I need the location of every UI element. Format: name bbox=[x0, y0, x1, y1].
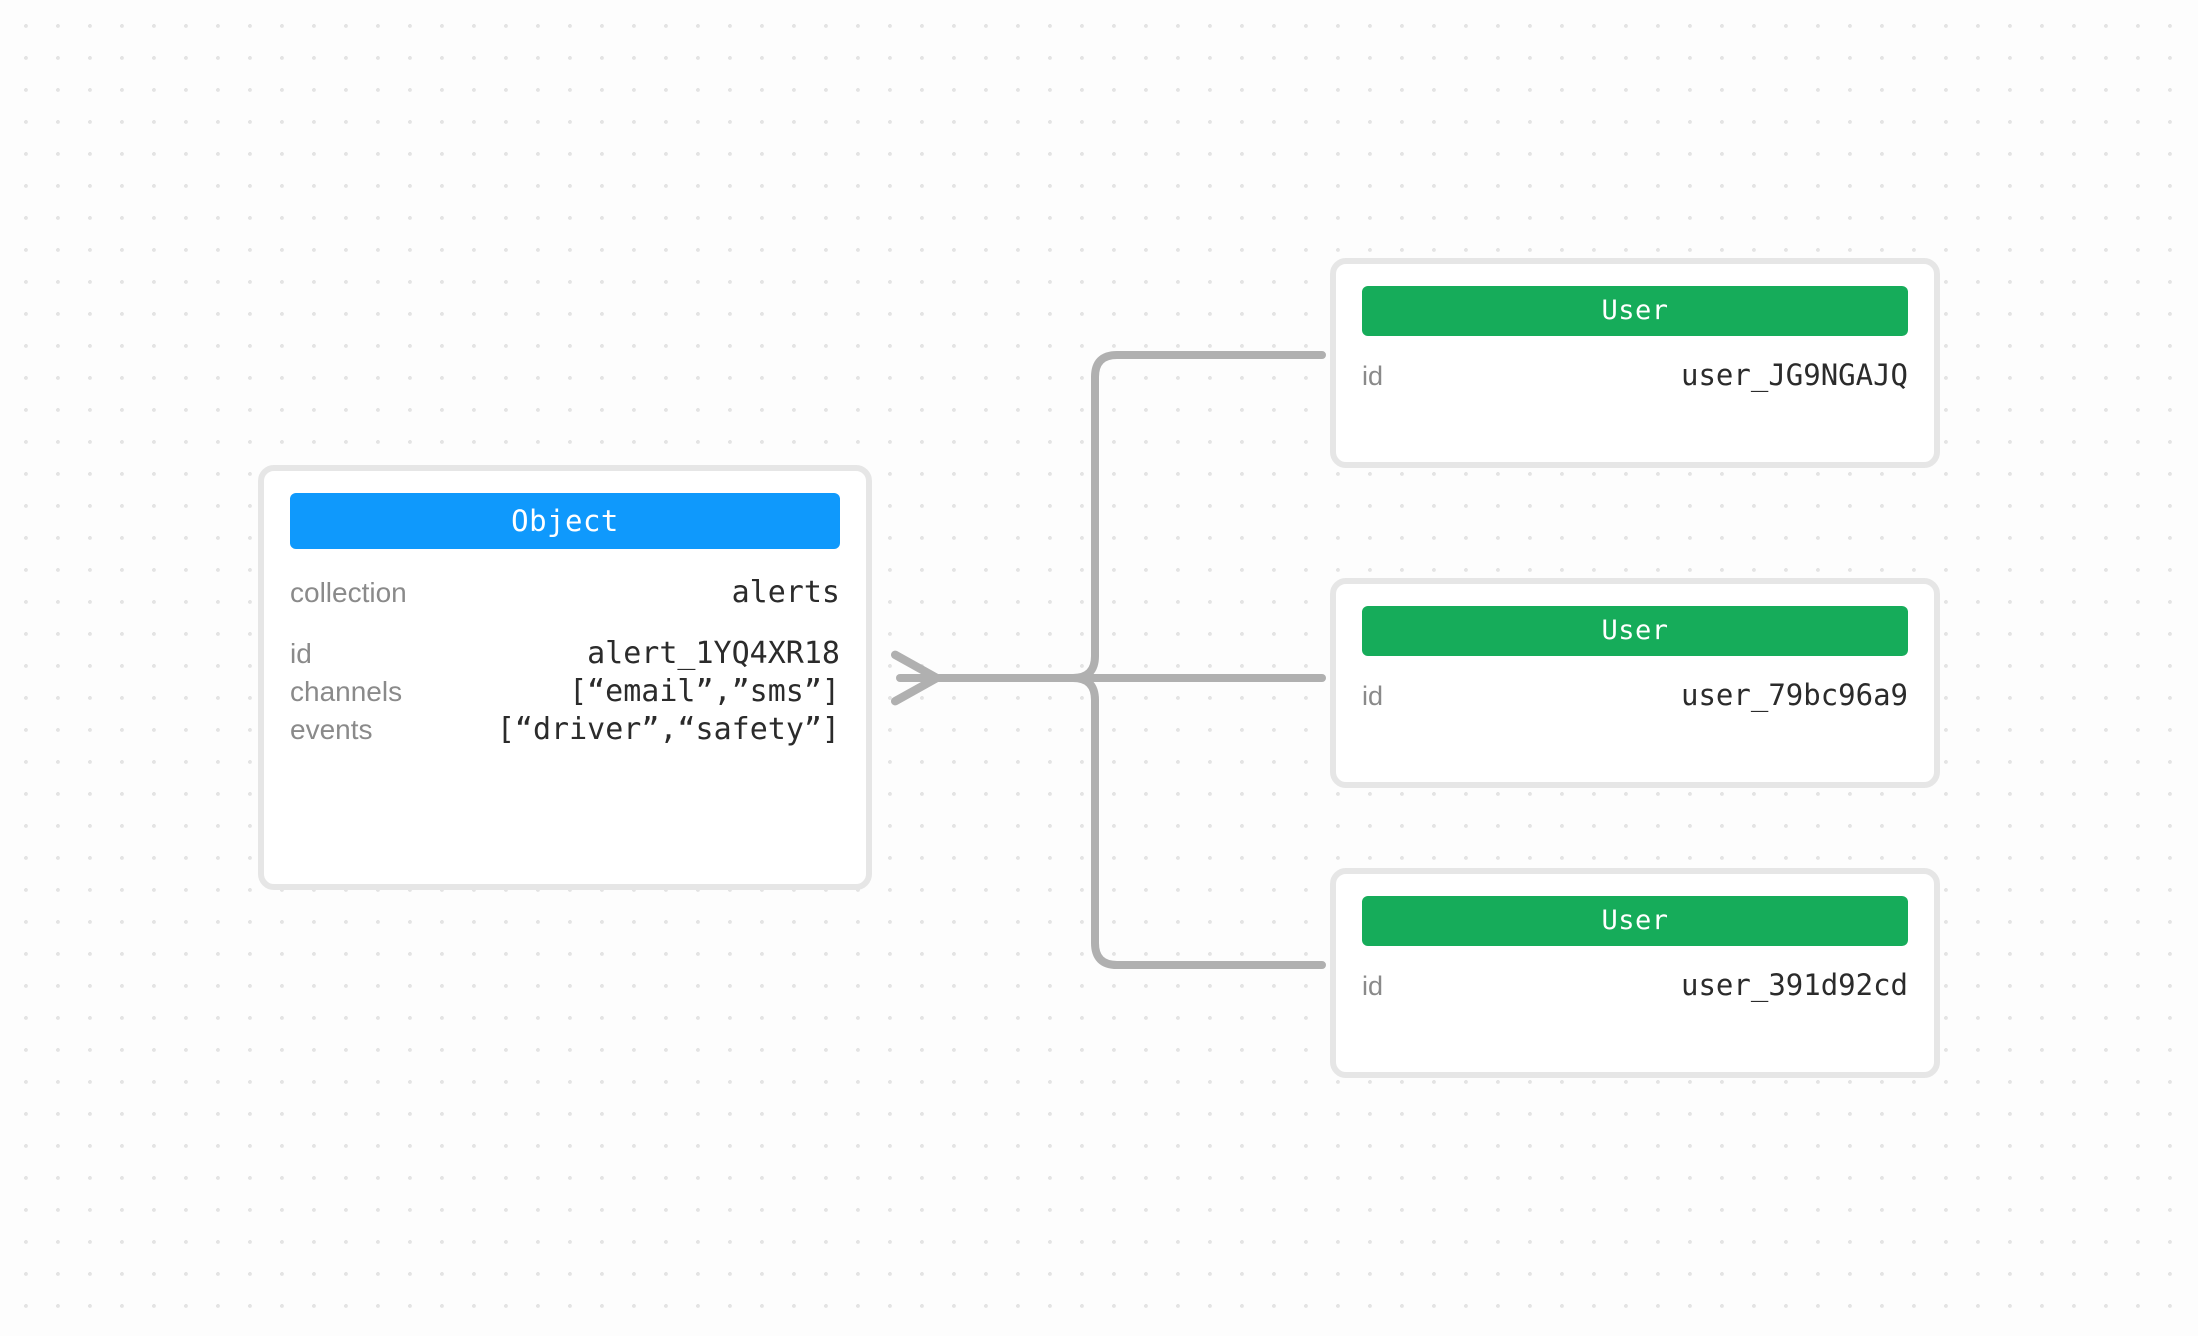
user-node-fields: id user_JG9NGAJQ bbox=[1362, 358, 1908, 392]
field-value: alert_1YQ4XR18 bbox=[587, 636, 840, 671]
field-key: collection bbox=[290, 577, 407, 608]
object-node-fields: collection alerts id alert_1YQ4XR18 chan… bbox=[290, 575, 840, 747]
field-key: id bbox=[1362, 361, 1384, 391]
field-row: id alert_1YQ4XR18 bbox=[290, 636, 840, 671]
object-node-primary-group: collection alerts bbox=[290, 575, 840, 610]
field-row: collection alerts bbox=[290, 575, 840, 610]
field-row: id user_JG9NGAJQ bbox=[1362, 358, 1908, 392]
edge-user-2 bbox=[1069, 674, 1326, 969]
user-node-card[interactable]: User id user_79bc96a9 bbox=[1330, 578, 1940, 788]
user-node-card[interactable]: User id user_391d92cd bbox=[1330, 868, 1940, 1078]
object-node-secondary-group: id alert_1YQ4XR18 channels [“email”,”sms… bbox=[290, 636, 840, 747]
field-value: user_391d92cd bbox=[1681, 968, 1908, 1002]
field-key: id bbox=[1362, 971, 1384, 1001]
field-key: events bbox=[290, 714, 373, 745]
field-row: events [“driver”,“safety”] bbox=[290, 712, 840, 747]
field-row: id user_79bc96a9 bbox=[1362, 678, 1908, 712]
field-key: id bbox=[290, 638, 312, 669]
field-key: id bbox=[1362, 681, 1384, 711]
user-node-type-label: User bbox=[1362, 286, 1908, 336]
edge-user-0 bbox=[1069, 351, 1326, 682]
object-node-type-label: Object bbox=[290, 493, 840, 549]
field-value: [“email”,”sms”] bbox=[569, 674, 840, 709]
user-node-type-label: User bbox=[1362, 896, 1908, 946]
field-value: [“driver”,“safety”] bbox=[496, 712, 840, 747]
field-row: channels [“email”,”sms”] bbox=[290, 674, 840, 709]
user-node-fields: id user_391d92cd bbox=[1362, 968, 1908, 1002]
field-value: user_79bc96a9 bbox=[1681, 678, 1908, 712]
field-value: user_JG9NGAJQ bbox=[1681, 358, 1908, 392]
user-node-fields: id user_79bc96a9 bbox=[1362, 678, 1908, 712]
field-value: alerts bbox=[731, 575, 840, 610]
field-row: id user_391d92cd bbox=[1362, 968, 1908, 1002]
user-node-type-label: User bbox=[1362, 606, 1908, 656]
user-node-card[interactable]: User id user_JG9NGAJQ bbox=[1330, 258, 1940, 468]
field-key: channels bbox=[290, 676, 403, 707]
object-node-card[interactable]: Object collection alerts id alert_1YQ4XR… bbox=[258, 465, 872, 890]
